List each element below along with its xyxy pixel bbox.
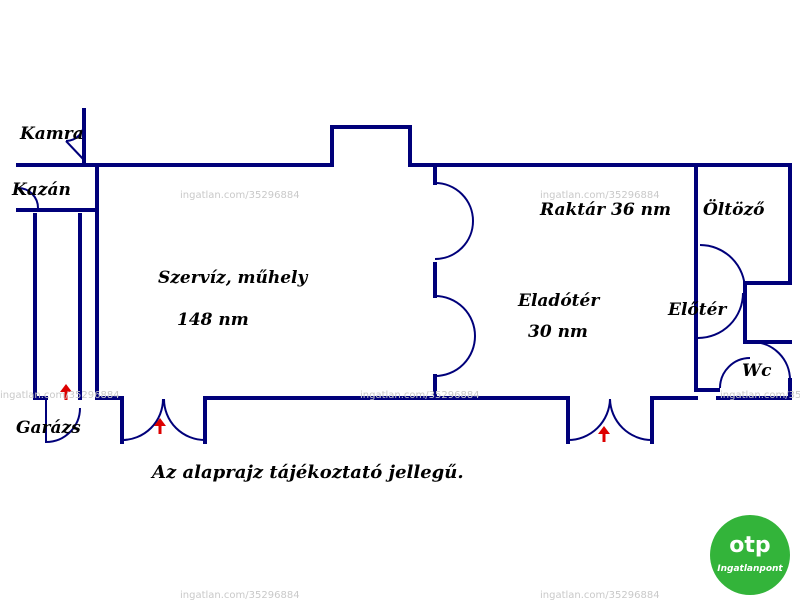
room-label-oltozo: Öltöző: [703, 200, 765, 220]
door-swing: [719, 357, 751, 389]
entrance-arrows: [60, 384, 610, 442]
wall-segment: [95, 125, 698, 167]
door-swing: [65, 122, 85, 142]
entrance-arrow-stem: [64, 391, 68, 400]
door-swing: [434, 182, 474, 222]
wall-segment: [716, 378, 792, 400]
room-label-eloter: Előtér: [668, 300, 727, 320]
door-swing: [434, 335, 476, 377]
door-swing: [751, 341, 791, 381]
door-swing: [699, 244, 746, 291]
entrance-arrow-stem: [158, 425, 162, 434]
door-swing: [567, 398, 611, 441]
otp-logo-icon: otp Ingatlanpont: [710, 515, 790, 595]
entrance-arrow-head: [598, 426, 610, 434]
logo-brand: otp: [729, 533, 771, 558]
room-area-szerviz: 148 nm: [177, 310, 249, 330]
disclaimer-note: Az alaprajz tájékoztató jellegű.: [152, 462, 464, 483]
room-area-eladoter: 30 nm: [528, 322, 588, 342]
door-swing: [697, 292, 744, 339]
watermark: ingatlan.com/35296884: [0, 390, 120, 401]
watermark: ingatlan.com/35296884: [540, 590, 660, 601]
door-swing: [17, 187, 39, 209]
room-label-kamra: Kamra: [20, 124, 84, 144]
room-label-eladoter: Eladótér: [518, 291, 600, 311]
doors: [17, 122, 791, 444]
entrance-arrow-head: [154, 418, 166, 426]
entrance-arrow-stem: [602, 433, 606, 442]
logo-subtitle: Ingatlanpont: [717, 564, 783, 574]
door-swing: [434, 220, 474, 260]
watermark: ingatlan.com/35296884: [720, 390, 800, 401]
watermark: ingatlan.com/35296884: [360, 390, 480, 401]
room-label-raktar: Raktár 36 nm: [540, 200, 671, 220]
wall-segment: [694, 163, 792, 285]
door-swing: [609, 398, 653, 441]
watermark: ingatlan.com/35296884: [180, 590, 300, 601]
door-swing: [45, 398, 81, 444]
entrance-arrow-head: [60, 384, 72, 392]
door-swing: [65, 140, 85, 161]
room-label-szerviz: Szervíz, műhely: [158, 268, 308, 288]
door-swing: [163, 398, 206, 441]
door-swing: [434, 295, 476, 337]
watermark: ingatlan.com/35296884: [180, 190, 300, 201]
door-swing: [121, 398, 164, 441]
room-label-wc: Wc: [742, 361, 772, 381]
room-label-garazs: Garázs: [16, 418, 81, 438]
watermark: ingatlan.com/35296884: [540, 190, 660, 201]
room-label-kazan: Kazán: [12, 180, 71, 200]
